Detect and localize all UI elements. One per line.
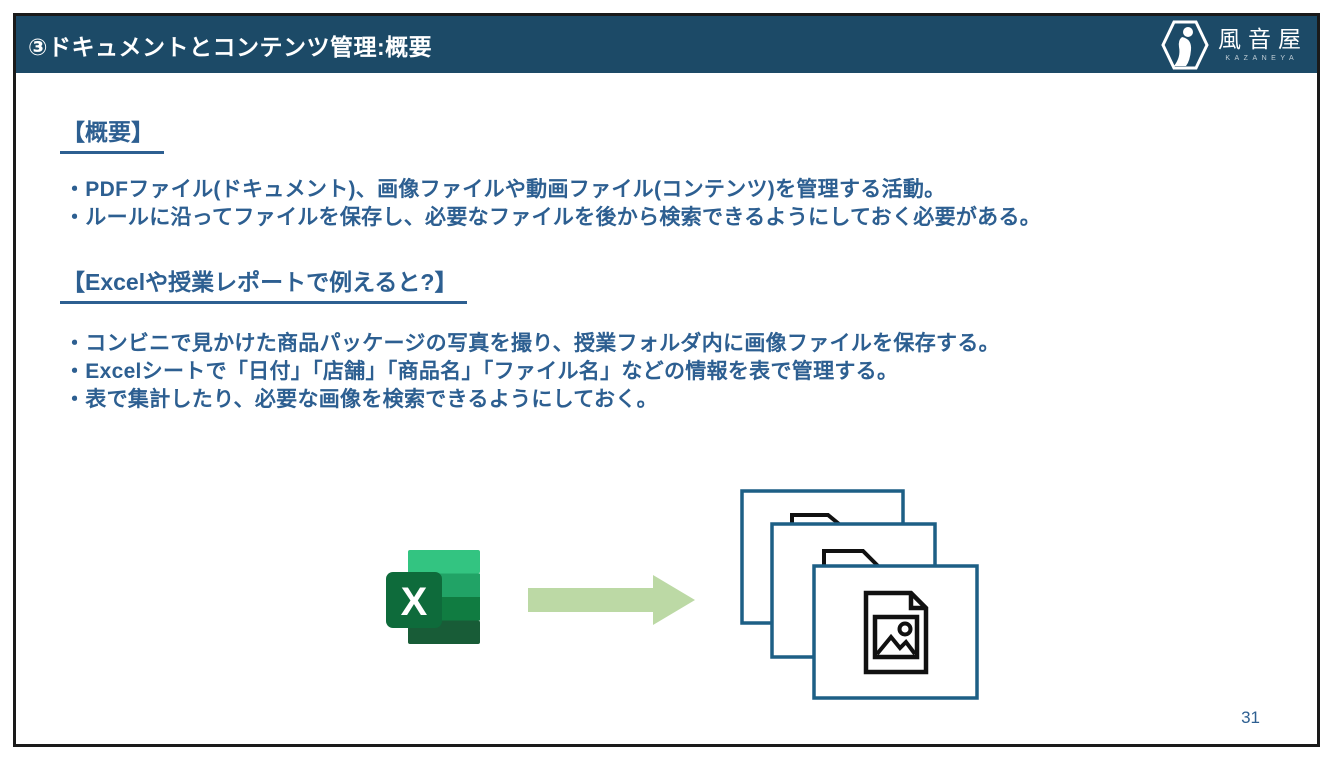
brand-text: 風音屋 KAZANEYA — [1218, 27, 1301, 62]
overview-bullet-list: ・PDFファイル(ドキュメント)、画像ファイルや動画ファイル(コンテンツ)を管理… — [64, 176, 1041, 232]
folders-icon — [740, 489, 979, 700]
brand-logo: 風音屋 KAZANEYA — [1161, 19, 1301, 71]
brand-name: 風音屋 — [1218, 25, 1308, 52]
arrow-right-icon — [528, 575, 695, 625]
page-number: 31 — [1241, 708, 1260, 727]
section-heading-example: 【Excelや授業レポートで例えると?】 — [60, 263, 468, 304]
image-file-icon — [863, 590, 929, 675]
example-bullet-list: ・コンビニで見かけた商品パッケージの写真を撮り、授業フォルダ内に画像ファイルを保… — [64, 330, 1000, 414]
excel-letter: X — [401, 580, 428, 624]
section-heading-overview: 【概要】 — [60, 113, 164, 154]
brand-subname: KAZANEYA — [1225, 54, 1299, 62]
slide-page: ③ドキュメントとコンテンツ管理:概要 風音屋 KAZANEYA 【概要】 ・PD… — [13, 13, 1320, 747]
bullet-line: ・PDFファイル(ドキュメント)、画像ファイルや動画ファイル(コンテンツ)を管理… — [64, 178, 946, 201]
bullet-line: ・表で集計したり、必要な画像を検索できるようにしておく。 — [64, 388, 658, 411]
slide-header: ③ドキュメントとコンテンツ管理:概要 風音屋 KAZANEYA — [16, 16, 1317, 73]
bullet-line: ・コンビニで見かけた商品パッケージの写真を撮り、授業フォルダ内に画像ファイルを保… — [64, 332, 1000, 355]
page-title: ③ドキュメントとコンテンツ管理:概要 — [28, 33, 433, 60]
bullet-line: ・Excelシートで「日付」「店舗」「商品名」「ファイル名」などの情報を表で管理… — [64, 360, 899, 383]
bullet-line: ・ルールに沿ってファイルを保存し、必要なファイルを後から検索できるようにしておく… — [64, 206, 1042, 229]
kazaneya-hexagon-icon — [1161, 20, 1209, 69]
excel-icon: X — [386, 550, 480, 644]
